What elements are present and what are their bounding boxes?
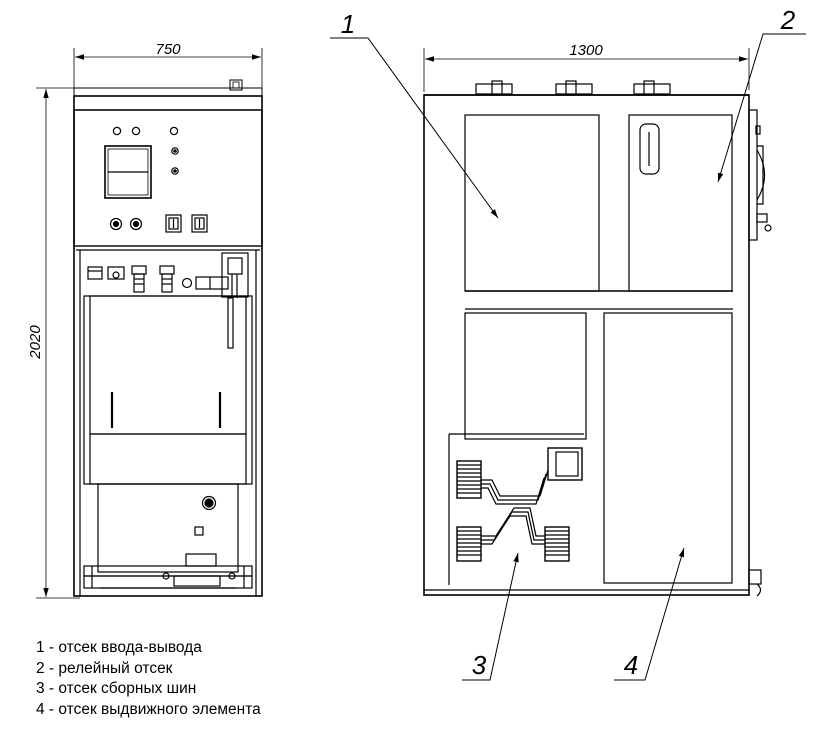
front-width-dimension bbox=[73, 48, 263, 92]
compartment-4 bbox=[603, 312, 733, 584]
front-height-label: 2020 bbox=[27, 325, 44, 360]
side-depth-label: 1300 bbox=[569, 42, 603, 59]
legend-item: 3 - отсек сборных шин bbox=[36, 680, 197, 697]
relay-door bbox=[73, 109, 263, 247]
compartment-2 bbox=[628, 114, 733, 292]
front-height-dimension bbox=[36, 87, 80, 599]
side-view bbox=[423, 48, 772, 597]
legend-item: 2 - релейный отсек bbox=[36, 659, 173, 677]
legend-item: 4 - отсек выдвижного элемента bbox=[36, 700, 261, 718]
callout-4: 4 bbox=[624, 650, 638, 680]
compartment-1 bbox=[464, 114, 600, 292]
callout-1: 1 bbox=[341, 9, 355, 39]
callout-2: 2 bbox=[780, 5, 796, 35]
front-width-label: 750 bbox=[155, 41, 181, 58]
busbar-assembly bbox=[456, 447, 583, 562]
legend-item: 1 - отсек ввода-вывода bbox=[36, 639, 202, 656]
callout-3: 3 bbox=[472, 650, 487, 680]
side-depth-dimension bbox=[423, 48, 750, 92]
compartment-3 bbox=[464, 312, 587, 440]
legend: 1 - отсек ввода-вывода 2 - релейный отсе… bbox=[36, 638, 261, 720]
callout-leaders bbox=[330, 33, 806, 681]
roof-insulators bbox=[475, 80, 671, 96]
front-view bbox=[36, 48, 263, 599]
